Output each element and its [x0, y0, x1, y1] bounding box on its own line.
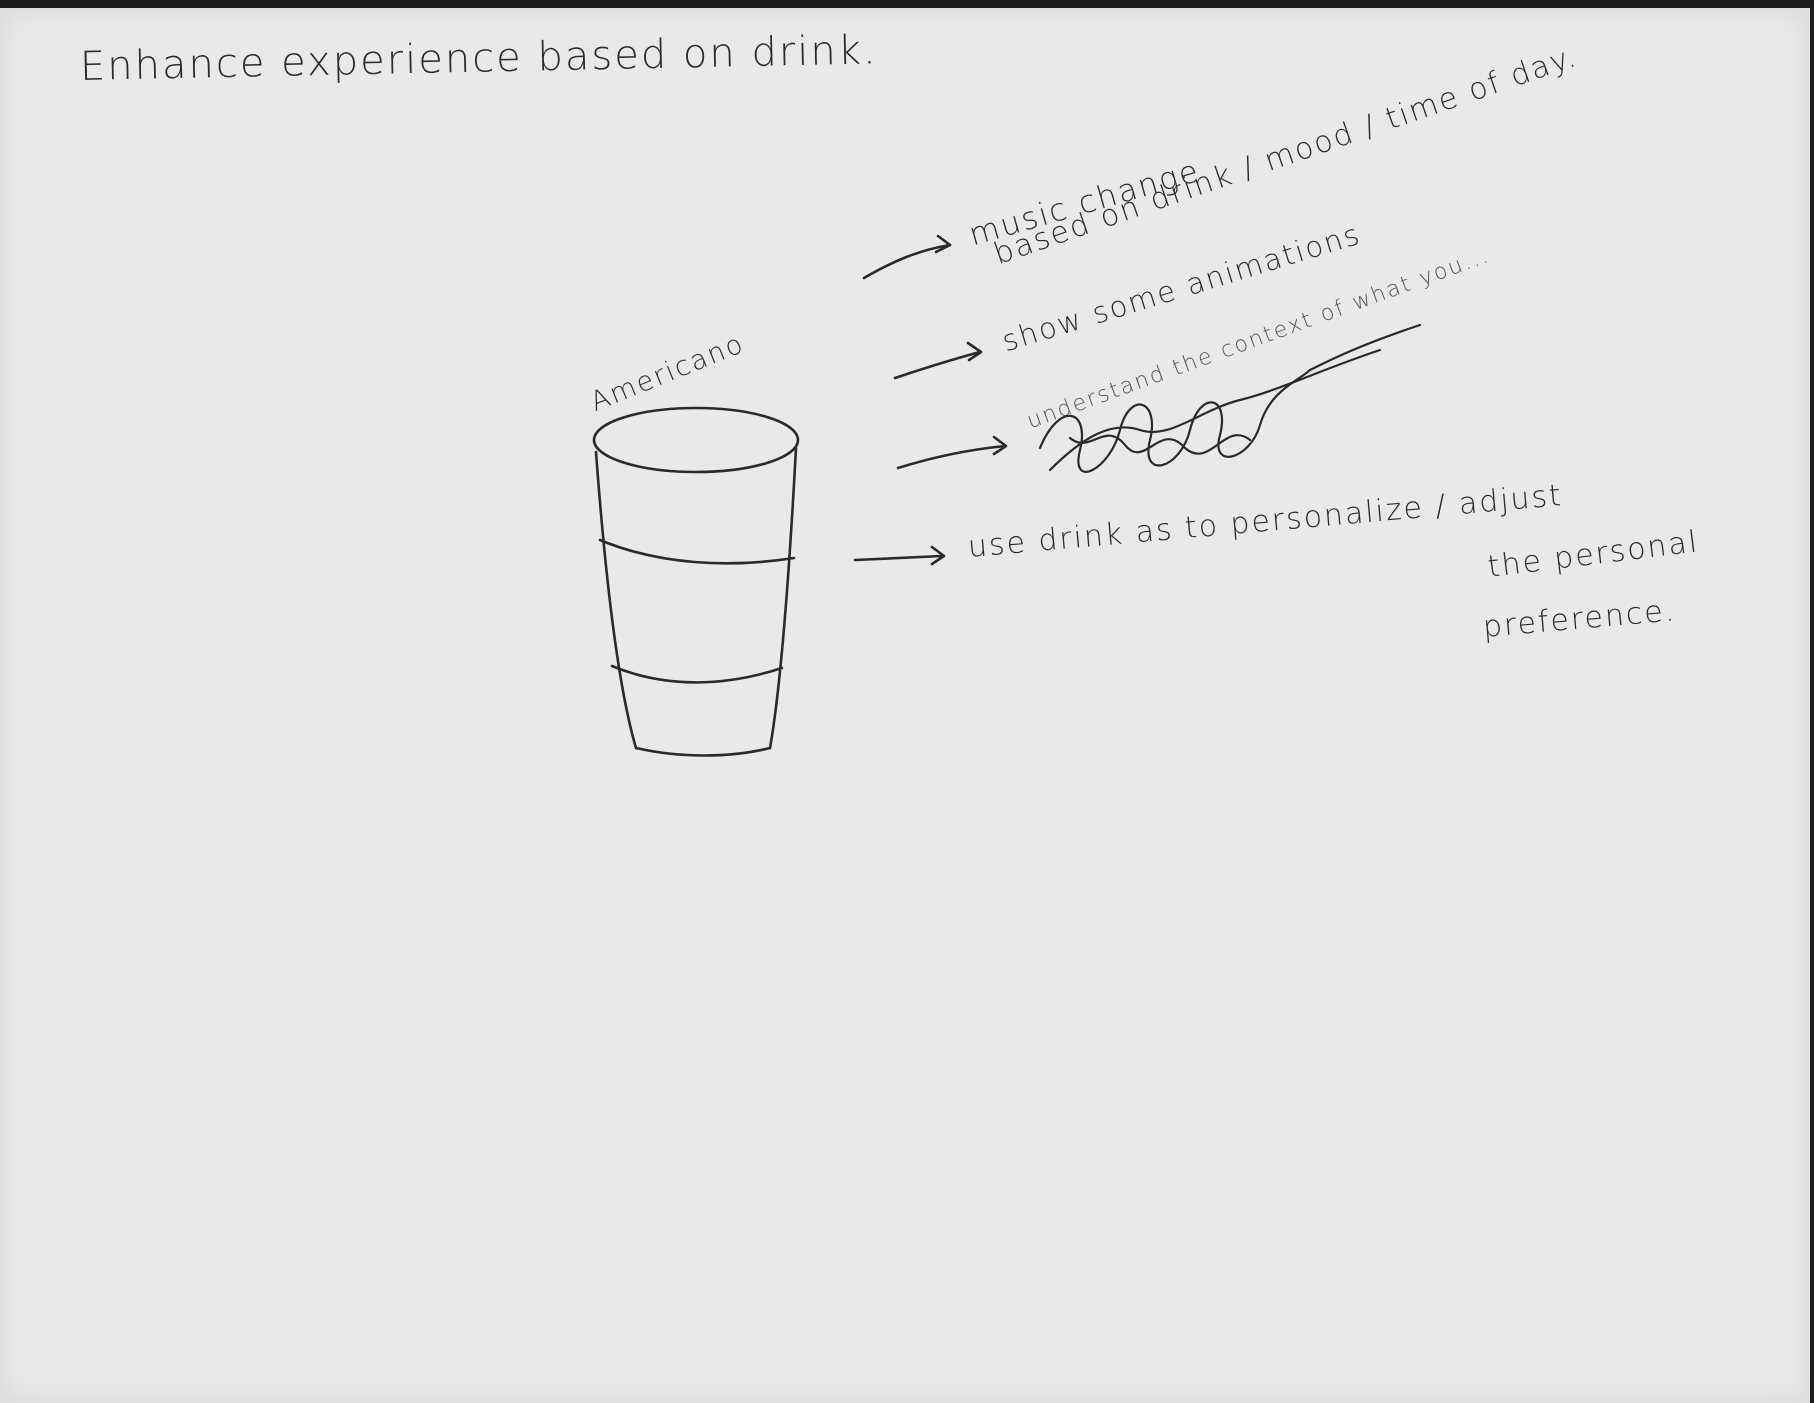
- paper-sheet: [0, 8, 1810, 1403]
